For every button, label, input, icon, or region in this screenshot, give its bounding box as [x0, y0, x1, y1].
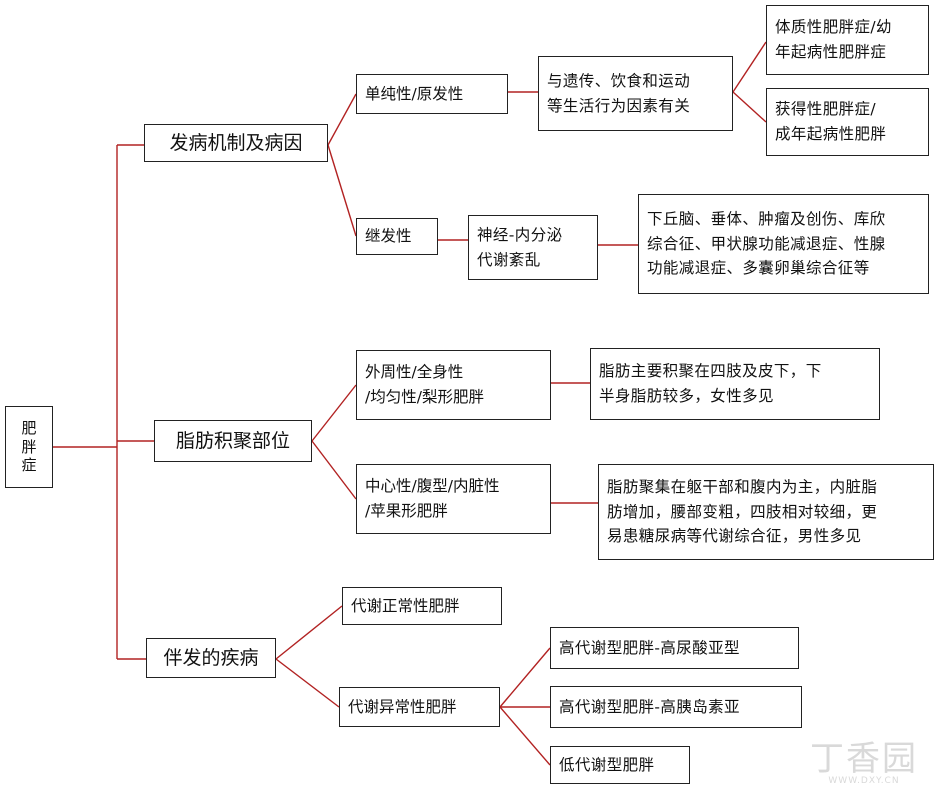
connector-line-12 — [311, 384, 357, 442]
node-constitutional-obesity: 体质性肥胖症/幼 年起病性肥胖症 — [766, 5, 929, 75]
connector-line-18 — [499, 647, 551, 708]
connector-line-9 — [732, 91, 767, 123]
connector-line-16 — [275, 605, 343, 660]
node-fat-site: 脂肪积聚部位 — [154, 420, 312, 462]
node-acquired-obesity: 获得性肥胖症/ 成年起病性肥胖 — [766, 88, 929, 156]
node-neuro-endocrine: 神经-内分泌 代谢紊乱 — [468, 215, 598, 280]
connector-line-6 — [327, 144, 357, 237]
node-neuro-causes: 下丘脑、垂体、肿瘤及创伤、库欣 综合征、甲状腺功能减退症、性腺 功能减退症、多囊… — [638, 194, 929, 294]
root-node-obesity: 肥 胖 症 — [5, 406, 53, 488]
connector-line-20 — [499, 706, 551, 766]
node-central-obesity: 中心性/腹型/内脏性 /苹果形肥胖 — [356, 464, 551, 534]
node-low-metab: 低代谢型肥胖 — [550, 746, 690, 784]
node-comorbid: 伴发的疾病 — [146, 638, 276, 678]
node-high-uric-acid: 高代谢型肥胖-高尿酸亚型 — [550, 627, 799, 669]
node-peripheral-obesity: 外周性/全身性 /均匀性/梨形肥胖 — [356, 350, 551, 420]
connector-line-5 — [327, 93, 357, 146]
node-simple-primary: 单纯性/原发性 — [356, 74, 508, 114]
node-simple-cause: 与遗传、饮食和运动 等生活行为因素有关 — [538, 56, 733, 131]
node-secondary: 继发性 — [356, 218, 438, 255]
node-metab-abnormal: 代谢异常性肥胖 — [339, 687, 500, 727]
connector-line-13 — [311, 440, 357, 500]
node-peripheral-desc: 脂肪主要积聚在四肢及皮下，下 半身脂肪较多，女性多见 — [590, 348, 880, 420]
node-high-insulin: 高代谢型肥胖-高胰岛素亚 — [550, 686, 802, 728]
node-metab-normal: 代谢正常性肥胖 — [342, 587, 502, 625]
node-central-desc: 脂肪聚集在躯干部和腹内为主，内脏脂 肪增加，腰部变粗，四肢相对较细，更 易患糖尿… — [598, 464, 934, 560]
connector-line-8 — [732, 41, 767, 93]
node-pathogenesis: 发病机制及病因 — [144, 124, 328, 162]
connector-line-17 — [275, 658, 340, 708]
